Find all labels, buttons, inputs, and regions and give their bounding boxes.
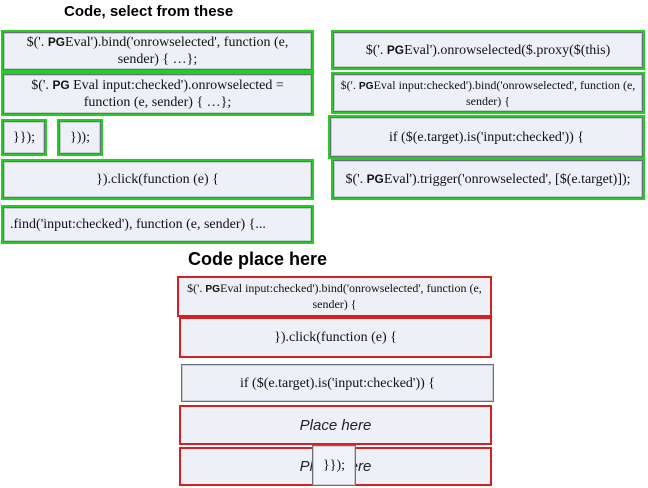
code-tile-onrowselected-assign[interactable]: $('. PG Eval input:checked').onrowselect… xyxy=(1,72,314,116)
code-tile-text: $('. PGEval').bind('onrowselected', func… xyxy=(26,35,289,67)
placed-tile-bind-checked[interactable]: $('. PGEval input:checked').bind('onrows… xyxy=(179,278,490,315)
code-tile-click-function[interactable]: }).click(function (e) { xyxy=(1,159,314,200)
code-tile-text: }}); xyxy=(13,130,35,145)
code-tile-text: })); xyxy=(70,130,90,145)
code-tile-text: if ($(e.target).is('input:checked')) { xyxy=(389,129,584,145)
placed-tile-if-checked[interactable]: if ($(e.target).is('input:checked')) { xyxy=(181,364,494,402)
code-tile-text: }).click(function (e) { xyxy=(96,172,219,187)
code-tile-text: $('. PGEval input:checked').bind('onrows… xyxy=(187,281,482,311)
code-tile-find-checked[interactable]: .find('input:checked'), function (e, sen… xyxy=(1,205,314,244)
code-tile-if-checked[interactable]: if ($(e.target).is('input:checked')) { xyxy=(328,115,645,159)
code-tile-text: $('. PGEval').onrowselected($.proxy($(th… xyxy=(365,42,611,58)
code-tile-text: $('. PGEval input:checked').bind('onrows… xyxy=(340,77,636,108)
code-tile-text: .find('input:checked'), function (e, sen… xyxy=(10,217,266,232)
drop-slot-2[interactable]: }).click(function (e) { xyxy=(179,317,492,358)
code-tile-text: }).click(function (e) { xyxy=(274,330,397,345)
code-tile-text: $('. PGEval').trigger('onrowselected', [… xyxy=(345,171,631,187)
code-tile-bind-checked[interactable]: $('. PGEval input:checked').bind('onrows… xyxy=(331,72,645,114)
drop-slot-4[interactable]: Place here xyxy=(179,405,492,445)
place-heading: Code place here xyxy=(188,249,328,269)
code-tile-trigger[interactable]: $('. PGEval').trigger('onrowselected', [… xyxy=(331,158,645,200)
select-heading: Code, select from these xyxy=(64,3,234,20)
dragged-tile-close-brace[interactable]: }}); xyxy=(312,445,356,486)
drop-slot-1[interactable]: $('. PGEval input:checked').bind('onrows… xyxy=(177,276,492,317)
code-tile-bind-onrowselected[interactable]: $('. PGEval').bind('onrowselected', func… xyxy=(1,30,314,72)
code-tile-close-brace-2[interactable]: })); xyxy=(57,119,103,156)
code-tile-close-brace-1[interactable]: }}); xyxy=(1,119,47,156)
placed-tile-click-function[interactable]: }).click(function (e) { xyxy=(181,319,490,356)
code-tile-text: if ($(e.target).is('input:checked')) { xyxy=(240,375,435,391)
code-tile-text: }}); xyxy=(323,458,345,473)
code-tile-text: $('. PG Eval input:checked').onrowselect… xyxy=(31,78,284,110)
code-tile-proxy[interactable]: $('. PGEval').onrowselected($.proxy($(th… xyxy=(331,30,645,70)
place-here-label: Place here xyxy=(299,416,372,434)
